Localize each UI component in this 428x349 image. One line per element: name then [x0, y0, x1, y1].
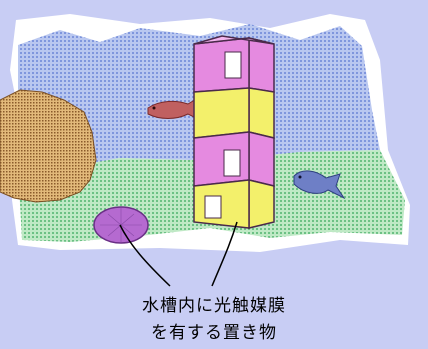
rock [0, 89, 97, 203]
photocatalyst-tower [193, 35, 275, 229]
caption-line-1: 水槽内に光触媒膜 [142, 296, 286, 316]
blue-fish [293, 170, 346, 200]
caption-line-2: を有する置き物 [151, 323, 277, 343]
leader-lines [119, 221, 238, 287]
purple-disk [93, 206, 149, 244]
